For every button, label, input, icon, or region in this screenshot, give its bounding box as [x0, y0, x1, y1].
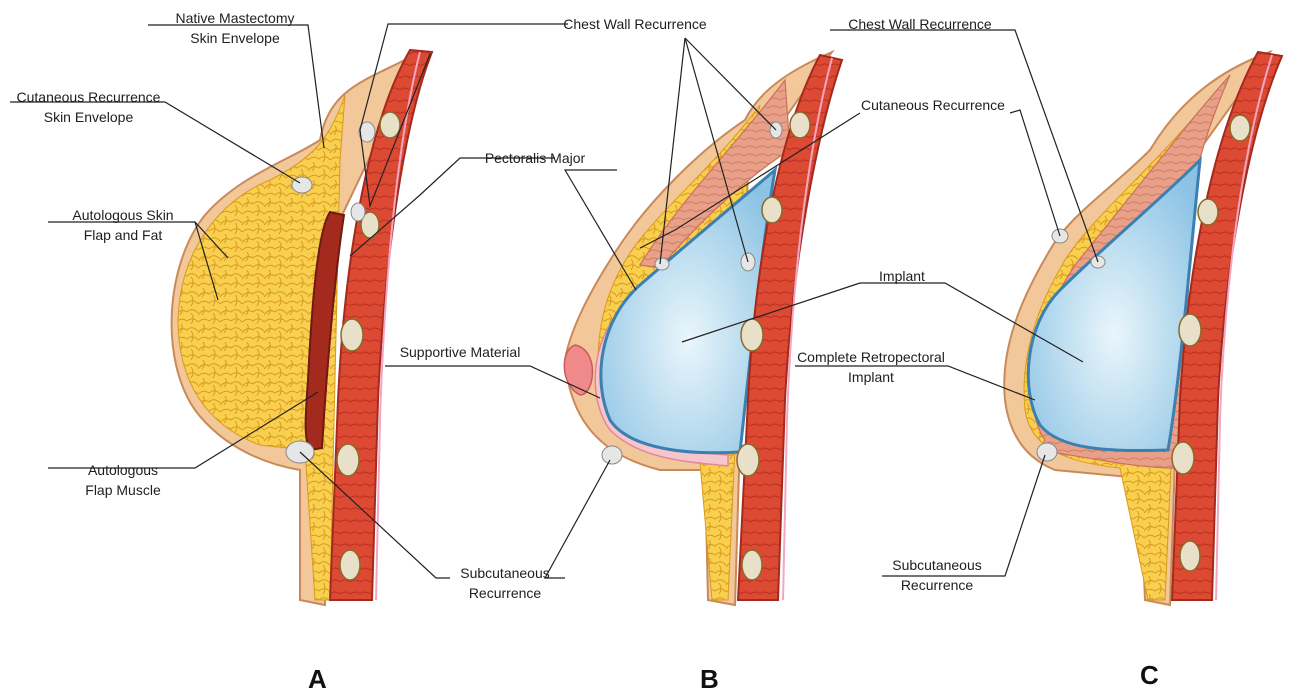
label-line: Skin Envelope	[6, 107, 171, 127]
label-pectoralis-major: Pectoralis Major	[455, 148, 615, 168]
label-chest-wall-c: Chest Wall Recurrence	[830, 14, 1010, 34]
label-line: Complete Retropectoral	[786, 347, 956, 367]
label-line: Chest Wall Recurrence	[830, 14, 1010, 34]
label-cutaneous-recurrence-c: Cutaneous Recurrence	[848, 95, 1018, 115]
label-line: Native Mastectomy	[160, 8, 310, 28]
panel-a-anatomy	[172, 50, 432, 605]
label-line: Recurrence	[440, 583, 570, 603]
label-line: Autologous	[48, 460, 198, 480]
label-line: Skin Envelope	[160, 28, 310, 48]
label-line: Implant	[862, 266, 942, 286]
panel-label-c: C	[1140, 660, 1159, 691]
label-native-mastectomy: Native Mastectomy Skin Envelope	[160, 8, 310, 48]
panel-c-anatomy	[1004, 52, 1282, 605]
panel-b-anatomy	[564, 52, 842, 605]
label-line: Flap and Fat	[48, 225, 198, 245]
label-line: Cutaneous Recurrence	[6, 87, 171, 107]
label-autologous-skin: Autologous Skin Flap and Fat	[48, 205, 198, 245]
label-complete-retropectoral: Complete Retropectoral Implant	[786, 347, 956, 387]
label-line: Pectoralis Major	[455, 148, 615, 168]
label-line: Cutaneous Recurrence	[848, 95, 1018, 115]
label-implant: Implant	[862, 266, 942, 286]
panel-label-b: B	[700, 664, 719, 695]
label-line: Autologous Skin	[48, 205, 198, 225]
label-subcutaneous-c: Subcutaneous Recurrence	[872, 555, 1002, 595]
label-chest-wall-b: Chest Wall Recurrence	[545, 14, 725, 34]
label-line: Flap Muscle	[48, 480, 198, 500]
label-cutaneous-recurrence-a: Cutaneous Recurrence Skin Envelope	[6, 87, 171, 127]
label-line: Implant	[786, 367, 956, 387]
label-supportive-material: Supportive Material	[380, 342, 540, 362]
label-line: Chest Wall Recurrence	[545, 14, 725, 34]
label-subcutaneous-ab: Subcutaneous Recurrence	[440, 563, 570, 603]
label-line: Supportive Material	[380, 342, 540, 362]
label-line: Subcutaneous	[872, 555, 1002, 575]
panel-label-a: A	[308, 664, 327, 695]
label-autologous-muscle: Autologous Flap Muscle	[48, 460, 198, 500]
label-line: Recurrence	[872, 575, 1002, 595]
label-line: Subcutaneous	[440, 563, 570, 583]
